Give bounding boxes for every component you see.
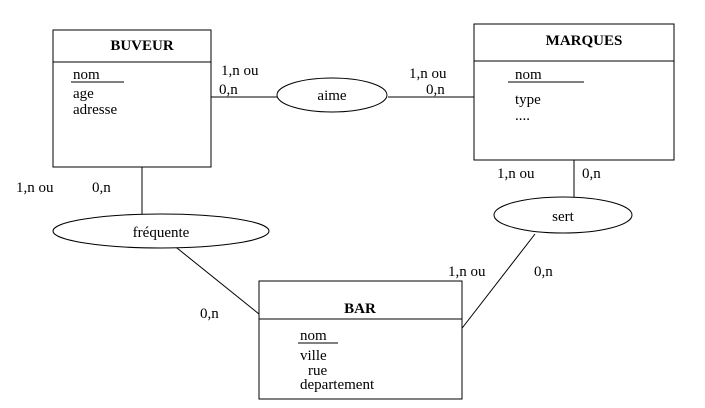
- relationship-frequente: fréquente: [52, 213, 270, 249]
- relationship-sert: sert: [493, 196, 633, 234]
- attribute: ....: [515, 108, 530, 124]
- relationship-label: fréquente: [133, 225, 190, 241]
- cardinality-aime-marques: 1,n ou: [409, 66, 447, 82]
- entity-marques: MARQUES nom type ....: [473, 23, 675, 161]
- link-sert-bar: [455, 233, 536, 337]
- cardinality-aime-buveur: 0,n: [219, 82, 238, 98]
- entity-box: [473, 23, 675, 161]
- attribute: departement: [300, 377, 375, 393]
- entity-bar: BAR nom ville rue departement: [258, 280, 463, 400]
- cardinality-sert-marques: 1,n ou: [497, 166, 535, 182]
- entity-title: MARQUES: [546, 33, 623, 49]
- attribute: adresse: [73, 102, 117, 118]
- cardinality-sert-bar: 0,n: [534, 264, 553, 280]
- relationship-aime: aime: [276, 77, 388, 113]
- relationship-oval: [52, 213, 270, 249]
- cardinality-frequente-buveur: 0,n: [92, 180, 111, 196]
- key-attribute: nom: [300, 328, 327, 344]
- cardinality-aime-marques: 0,n: [426, 82, 445, 98]
- entity-title: BUVEUR: [110, 38, 174, 54]
- key-attribute: nom: [515, 67, 542, 83]
- attribute: rue: [308, 363, 327, 379]
- key-attribute: nom: [73, 67, 100, 83]
- relationship-label: aime: [317, 88, 346, 104]
- attribute: age: [73, 86, 94, 102]
- cardinality-sert-bar: 1,n ou: [448, 264, 486, 280]
- entity-title: BAR: [344, 301, 376, 317]
- entity-box: [52, 29, 212, 168]
- relationship-oval: [493, 196, 633, 234]
- cardinality-aime-buveur: 1,n ou: [221, 63, 259, 79]
- relationship-label: sert: [552, 209, 574, 225]
- cardinality-frequente-bar: 0,n: [200, 306, 219, 322]
- entity-buveur: BUVEUR nom age adresse: [52, 29, 212, 168]
- link-frequente-bar: [171, 243, 260, 315]
- cardinality-sert-marques: 0,n: [582, 166, 601, 182]
- entity-box: [258, 280, 463, 400]
- attribute: type: [515, 92, 541, 108]
- relationship-oval: [276, 77, 388, 113]
- attribute: ville: [300, 348, 327, 364]
- cardinality-frequente-buveur: 1,n ou: [16, 180, 54, 196]
